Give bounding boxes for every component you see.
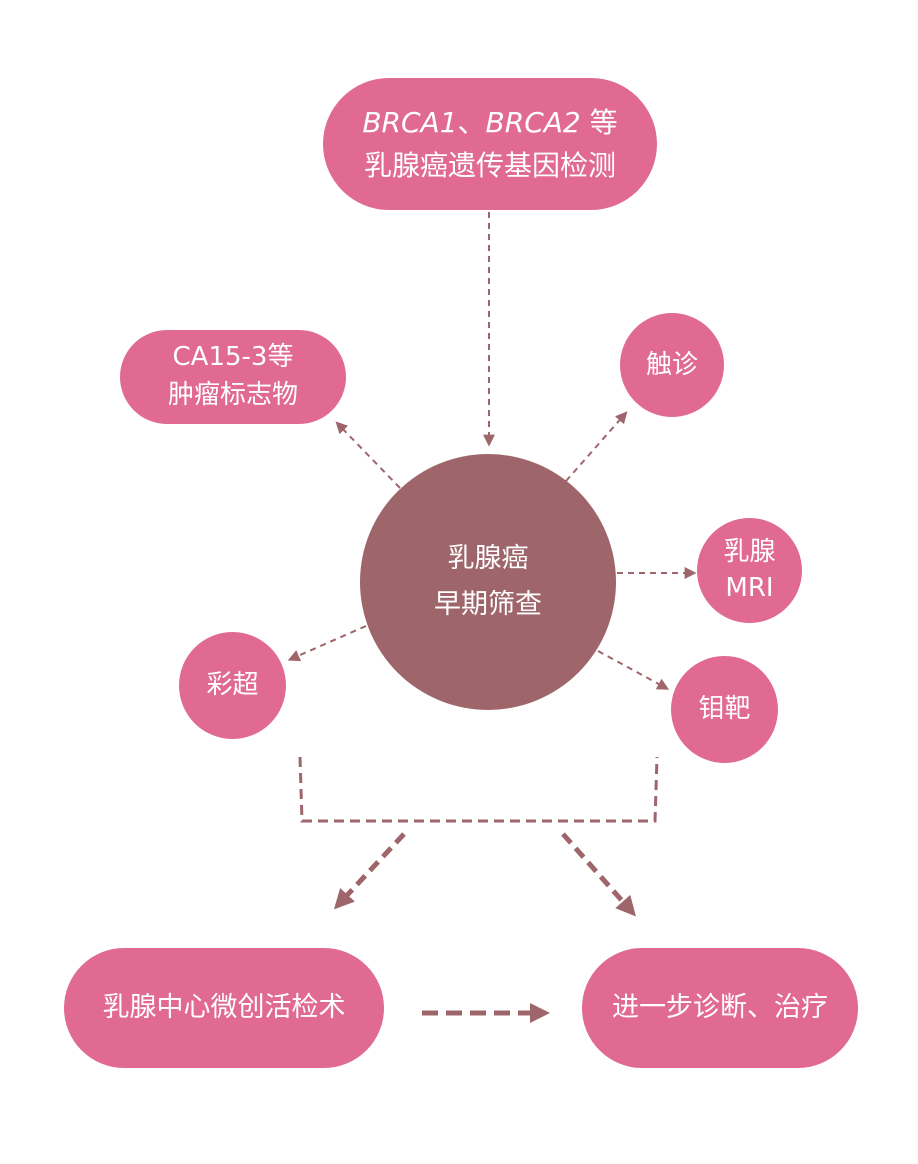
arrow-center-to-ultrasound — [287, 625, 367, 662]
palpation-label: 触诊 — [645, 349, 698, 380]
gene-separator: 、 — [457, 105, 486, 139]
center-screening-node: 乳腺癌 早期筛查 — [360, 454, 616, 710]
genetic-testing-genes: BRCA1、BRCA2 等 — [362, 101, 617, 144]
genetic-testing-node: BRCA1、BRCA2 等 乳腺癌遗传基因检测 — [323, 78, 657, 210]
genes-suffix: 等 — [580, 105, 618, 139]
genetic-testing-label: 乳腺癌遗传基因检测 — [363, 149, 616, 182]
center-line2: 早期筛查 — [434, 589, 542, 620]
diagnosis-label: 进一步诊断、治疗 — [612, 992, 828, 1024]
diagnosis-node: 进一步诊断、治疗 — [582, 948, 858, 1068]
center-line1: 乳腺癌 — [447, 543, 529, 575]
mri-node: 乳腺 MRI — [697, 518, 802, 623]
mri-line1: 乳腺 — [723, 537, 776, 568]
mammography-label: 钼靶 — [698, 694, 751, 725]
arrow-bracket-to-biopsy — [333, 832, 406, 910]
gene-brca2: BRCA2 — [485, 105, 581, 139]
mammography-node: 钼靶 — [671, 656, 778, 763]
tumor-marker-line1: CA15-3等 — [172, 342, 294, 373]
arrow-center-to-palpation — [565, 411, 628, 482]
arrow-bracket-to-diagnosis — [561, 832, 636, 917]
mri-line2: MRI — [725, 572, 774, 603]
ultrasound-node: 彩超 — [179, 632, 286, 739]
arrow-center-to-marker — [335, 421, 401, 489]
palpation-node: 触诊 — [620, 313, 724, 417]
biopsy-label: 乳腺中心微创活检术 — [102, 992, 346, 1024]
arrow-center-to-mammography — [597, 650, 670, 690]
ultrasound-label: 彩超 — [206, 670, 259, 701]
tumor-marker-node: CA15-3等 肿瘤标志物 — [120, 330, 346, 424]
bracket-connector — [298, 756, 659, 823]
biopsy-node: 乳腺中心微创活检术 — [64, 948, 384, 1068]
tumor-marker-line2: 肿瘤标志物 — [167, 380, 298, 410]
gene-brca1: BRCA1 — [362, 105, 458, 139]
